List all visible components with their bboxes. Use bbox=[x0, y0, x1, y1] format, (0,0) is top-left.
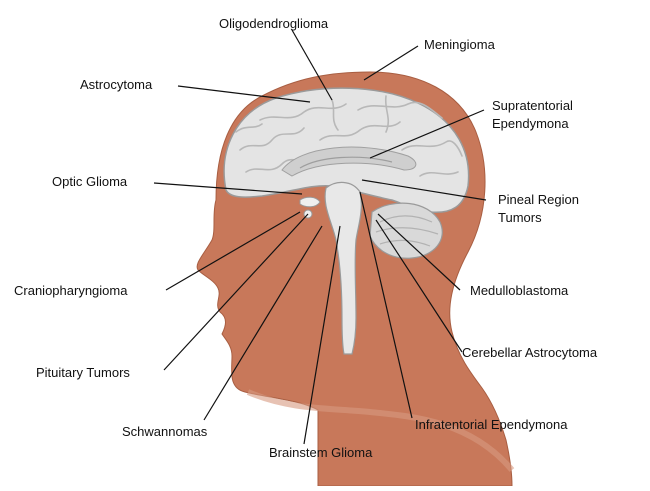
label-meningioma: Meningioma bbox=[424, 37, 495, 52]
leader-supratentorial bbox=[369, 109, 485, 159]
label-pineal-line1: Pineal Region bbox=[498, 192, 579, 207]
brainstem bbox=[324, 181, 362, 355]
leader-meningioma bbox=[363, 45, 419, 81]
label-craniopharyngioma: Craniopharyngioma bbox=[14, 283, 128, 298]
leader-medulloblastoma bbox=[377, 213, 461, 291]
label-supratentorial-line1: Supratentorial bbox=[492, 98, 573, 113]
leader-astrocytoma bbox=[177, 85, 311, 103]
leader-craniopharyngioma bbox=[165, 211, 301, 291]
label-pituitary-tumors: Pituitary Tumors bbox=[36, 365, 130, 380]
leader-pituitary bbox=[163, 213, 309, 371]
brain-folds bbox=[235, 95, 463, 177]
label-brainstem-glioma: Brainstem Glioma bbox=[269, 445, 373, 460]
label-oligodendroglioma: Oligodendroglioma bbox=[219, 16, 329, 31]
leader-infratentorial bbox=[359, 191, 413, 419]
label-astrocytoma: Astrocytoma bbox=[80, 77, 153, 92]
label-supratentorial-line2: Ependymona bbox=[492, 116, 569, 131]
leader-pineal bbox=[361, 179, 487, 201]
leader-lines bbox=[153, 29, 487, 445]
label-pineal-line2: Tumors bbox=[498, 210, 542, 225]
label-medulloblastoma: Medulloblastoma bbox=[470, 283, 569, 298]
leader-optic-glioma bbox=[153, 182, 303, 195]
label-optic-glioma: Optic Glioma bbox=[52, 174, 128, 189]
leader-oligodendroglioma bbox=[291, 29, 333, 101]
label-schwannomas: Schwannomas bbox=[122, 424, 208, 439]
leader-schwannomas bbox=[203, 225, 323, 421]
leader-brainstem bbox=[303, 225, 341, 445]
label-cerebellar-astrocytoma: Cerebellar Astrocytoma bbox=[462, 345, 598, 360]
label-infratentorial-ependymona: Infratentorial Ependymona bbox=[415, 417, 568, 432]
leader-cerebellar bbox=[375, 219, 463, 353]
